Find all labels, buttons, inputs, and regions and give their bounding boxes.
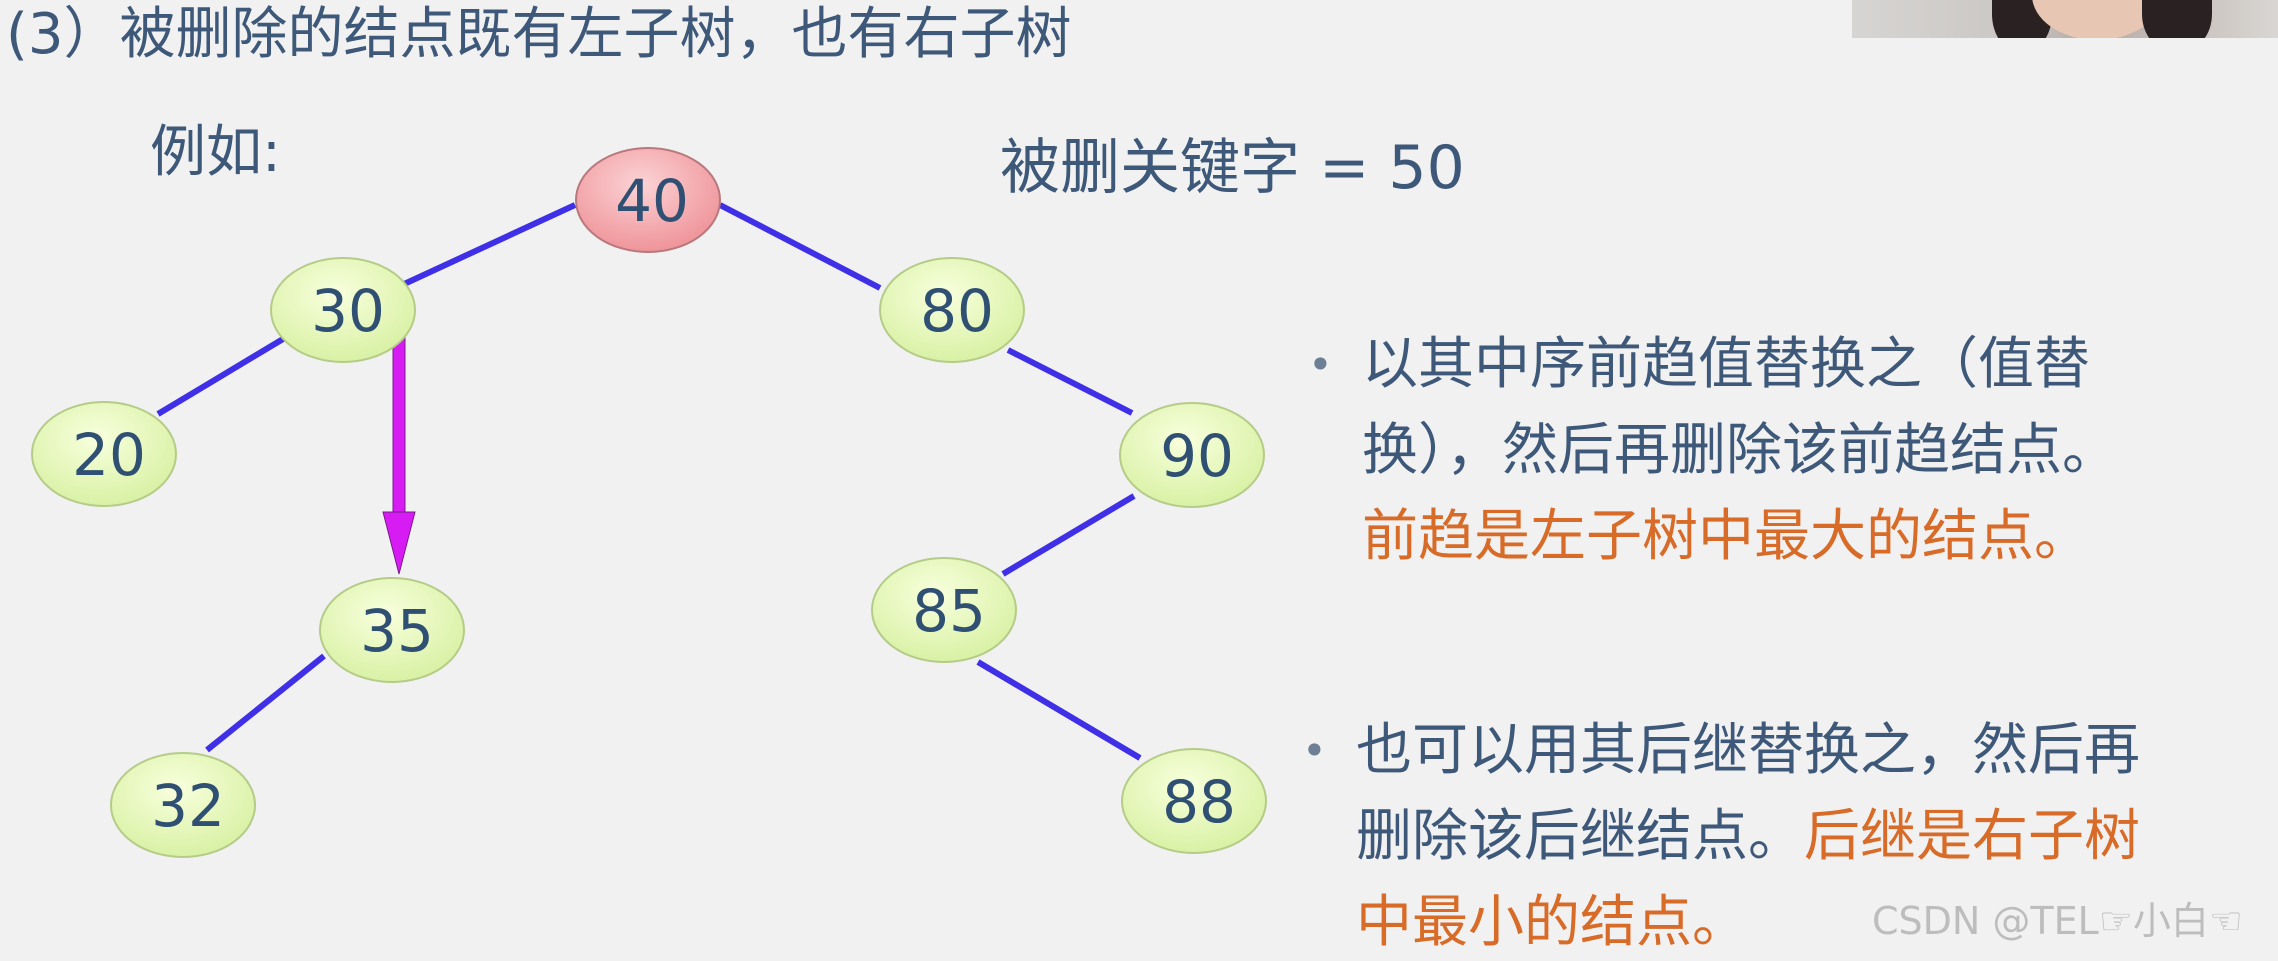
node-80-label: 80 <box>920 277 994 345</box>
bullet-2-highlight-a: 后继是右子树 <box>1804 804 2140 869</box>
bullet-1-line-1-text: 以其中序前趋值替换之（值替 <box>1362 332 2090 397</box>
bullet-2-line-1-text: 也可以用其后继替换之，然后再 <box>1356 718 2140 783</box>
deleted-key-label: 被删关键字 = 50 <box>1000 133 1465 203</box>
bullet-2-line-1: 也可以用其后继替换之，然后再 <box>1356 708 2256 794</box>
node-90-label: 90 <box>1160 422 1234 490</box>
bullet-predecessor: • 以其中序前趋值替换之（值替 换），然后再删除该前趋结点。 前趋是左子树中最大… <box>1308 322 2242 580</box>
bullet-dot: • <box>1302 726 1327 775</box>
edge-40-30 <box>400 202 577 288</box>
node-88: 88 <box>1121 748 1267 854</box>
bullet-1-line-2: 换），然后再删除该前趋结点。 <box>1362 408 2242 494</box>
node-20: 20 <box>31 401 177 507</box>
edge-30-20 <box>156 333 290 417</box>
bullet-1-highlight: 前趋是左子树中最大的结点。 <box>1362 504 2090 569</box>
node-32: 32 <box>110 752 256 858</box>
node-30: 30 <box>270 257 416 363</box>
node-32-label: 32 <box>151 772 225 840</box>
node-80: 80 <box>879 257 1025 363</box>
bullet-2-line-3: 中最小的结点。 <box>1356 880 2256 961</box>
node-90: 90 <box>1119 402 1265 508</box>
bst-diagram: 40 30 80 20 35 32 90 85 <box>31 147 1267 858</box>
bullet-dot: • <box>1308 340 1333 389</box>
edge-90-85 <box>1001 493 1136 577</box>
bullet-successor: • 也可以用其后继替换之，然后再 删除该后继结点。后继是右子树 中最小的结点。 <box>1302 708 2256 961</box>
watermark: CSDN @TEL☞小白☜ <box>1872 899 2243 943</box>
slide-title: (3）被删除的结点既有左子树，也有右子树 <box>6 2 1072 67</box>
node-88-label: 88 <box>1162 768 1236 836</box>
arrow-30-to-35 <box>382 329 416 575</box>
example-label: 例如: <box>150 120 281 185</box>
node-35: 35 <box>319 577 465 683</box>
node-35-label: 35 <box>360 597 434 665</box>
edge-85-88 <box>976 659 1142 761</box>
edge-40-80 <box>718 202 882 291</box>
bullet-1-line-1: 以其中序前趋值替换之（值替 <box>1362 322 2242 408</box>
node-40: 40 <box>575 147 721 253</box>
bullet-2-highlight-b: 中最小的结点。 <box>1356 890 1748 955</box>
node-85: 85 <box>871 557 1017 663</box>
node-40-label: 40 <box>615 167 689 235</box>
node-85-label: 85 <box>912 577 986 645</box>
edge-80-90 <box>1006 347 1134 416</box>
bullet-1-line-3: 前趋是左子树中最大的结点。 <box>1362 494 2242 580</box>
bullet-2-line-2-text: 删除该后继结点。 <box>1356 804 1804 869</box>
edge-35-32 <box>205 653 326 753</box>
bullet-1-line-2-text: 换），然后再删除该前趋结点。 <box>1362 418 2118 483</box>
node-30-label: 30 <box>311 277 385 345</box>
node-20-label: 20 <box>72 421 146 489</box>
bullet-2-line-2: 删除该后继结点。后继是右子树 <box>1356 794 2256 880</box>
webcam-overlay <box>1852 0 2278 38</box>
